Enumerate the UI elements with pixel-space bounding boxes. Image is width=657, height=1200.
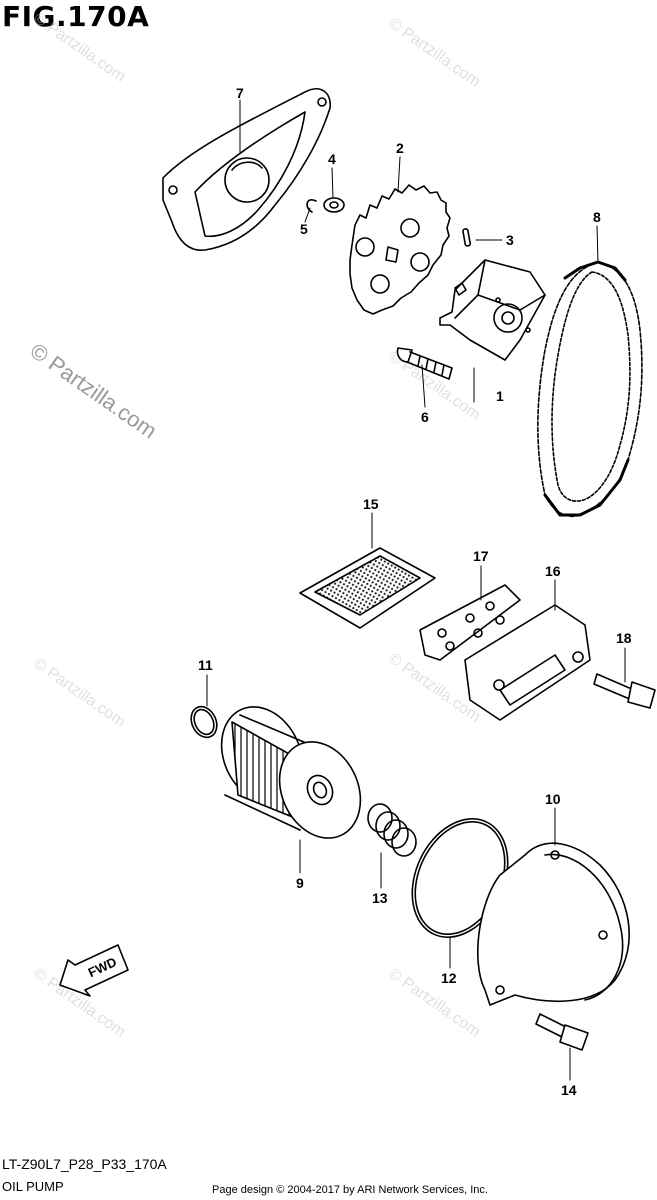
figure-title: FIG.170A (2, 0, 150, 33)
callouts: 7 2 4 3 5 6 8 1 15 17 16 18 11 9 13 10 1… (198, 85, 632, 1098)
part-3-pin (462, 228, 472, 247)
part-8-chain (537, 260, 643, 517)
callout-1: 1 (496, 388, 504, 404)
callout-15: 15 (363, 496, 379, 512)
callout-3: 3 (506, 232, 514, 248)
part-5-circlip (306, 199, 317, 213)
callout-16: 16 (545, 563, 561, 579)
callout-13: 13 (372, 890, 388, 906)
part-11-o-ring (190, 705, 218, 739)
leader-lines (206, 99, 626, 1081)
part-14-bolt (535, 1013, 589, 1051)
callout-6: 6 (421, 409, 429, 425)
part-17-gasket (419, 584, 521, 661)
callout-5: 5 (300, 221, 308, 237)
callout-18: 18 (616, 630, 632, 646)
callout-17: 17 (473, 548, 489, 564)
diagram-code: LT-Z90L7_P28_P33_170A (2, 1156, 167, 1172)
part-15-strainer (299, 547, 436, 629)
fwd-arrow (59, 944, 129, 997)
part-9-oil-filter (220, 706, 362, 839)
callout-2: 2 (396, 140, 404, 156)
part-13-spring (367, 803, 417, 857)
callout-10: 10 (545, 791, 561, 807)
part-10-filter-cap (476, 842, 630, 1006)
part-4-washer (323, 197, 345, 213)
callout-4: 4 (328, 151, 336, 167)
callout-12: 12 (441, 970, 457, 986)
part-1-oil-pump (439, 259, 546, 361)
copyright-notice: Page design © 2004-2017 by ARI Network S… (212, 1184, 488, 1196)
callout-8: 8 (593, 209, 601, 225)
diagram-name: OIL PUMP (2, 1179, 64, 1194)
part-6-screw (396, 347, 453, 380)
callout-14: 14 (561, 1082, 577, 1098)
part-2-gear (349, 184, 451, 315)
part-18-bolt (593, 673, 656, 709)
callout-9: 9 (296, 875, 304, 891)
part-7-cover-plate (162, 88, 331, 251)
callout-7: 7 (236, 85, 244, 101)
callout-11: 11 (198, 657, 213, 673)
